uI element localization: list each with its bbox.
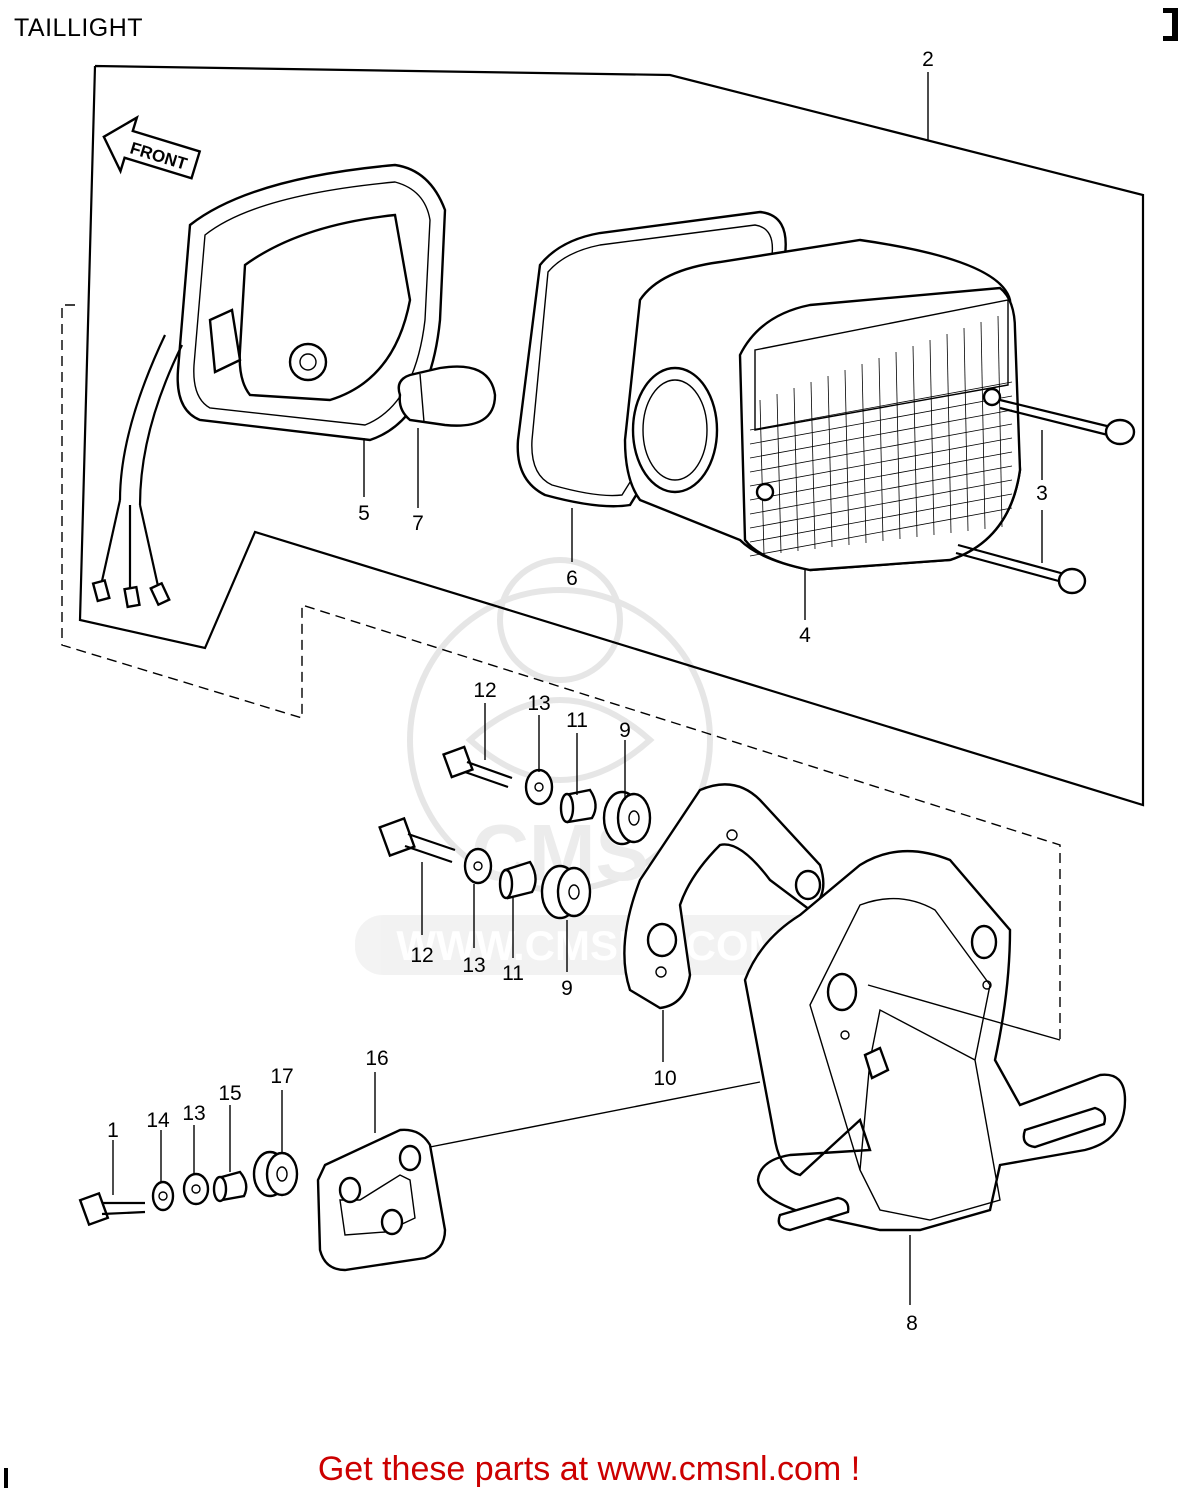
footer-link[interactable]: Get these parts at www.cmsnl.com ! bbox=[317, 1450, 861, 1488]
part-8-license-bracket bbox=[743, 850, 1127, 1232]
callout-13-lower: 13 bbox=[462, 954, 485, 977]
callout-3: 3 bbox=[1036, 482, 1048, 505]
part-3-screw-lower bbox=[955, 543, 1087, 595]
callout-10: 10 bbox=[653, 1067, 676, 1090]
part-4-lens bbox=[623, 238, 1022, 572]
assembly-outline bbox=[78, 64, 1145, 807]
callout-17: 17 bbox=[270, 1065, 293, 1088]
part-5-base-housing bbox=[91, 163, 447, 609]
part-11-collar-upper bbox=[559, 788, 597, 824]
callout-13-bottom: 13 bbox=[182, 1102, 205, 1125]
lens-grid bbox=[749, 315, 1013, 557]
callout-12-upper: 12 bbox=[473, 679, 496, 702]
part-13-washer-upper bbox=[524, 768, 554, 806]
callout-9-lower: 9 bbox=[561, 977, 573, 1000]
callout-9-upper: 9 bbox=[619, 719, 631, 742]
callout-11-upper: 11 bbox=[566, 709, 588, 732]
watermark-logo: CMS WWW.CMSNL.COM bbox=[355, 557, 825, 975]
part-14-washer bbox=[151, 1180, 175, 1212]
part-9-grommet-lower bbox=[540, 864, 592, 920]
part-7-bulb bbox=[397, 365, 497, 427]
callout-11-lower: 11 bbox=[502, 962, 524, 985]
part-13-washer-lower bbox=[463, 847, 493, 885]
part-3-screw-upper bbox=[999, 398, 1136, 446]
part-13-washer-bottom bbox=[182, 1172, 210, 1206]
part-15-collar bbox=[212, 1170, 248, 1203]
callout-8: 8 bbox=[906, 1312, 918, 1335]
part-17-grommet bbox=[252, 1150, 299, 1198]
part-1-bolt bbox=[78, 1191, 146, 1227]
part-12-bolt-upper bbox=[442, 745, 513, 789]
part-12-bolt-lower bbox=[378, 816, 456, 864]
callout-1: 1 bbox=[107, 1119, 119, 1142]
leader-lines bbox=[112, 72, 1061, 1305]
callout-14: 14 bbox=[146, 1109, 170, 1132]
callout-12-lower: 12 bbox=[410, 944, 433, 967]
corner-mark bbox=[1163, 8, 1178, 41]
diagram-title: TAILLIGHT bbox=[14, 14, 144, 42]
callout-2: 2 bbox=[922, 48, 934, 71]
callout-5: 5 bbox=[358, 502, 370, 525]
callout-15: 15 bbox=[218, 1082, 241, 1105]
corner-mark-bottom bbox=[4, 1468, 8, 1488]
front-arrow-icon: FRONT bbox=[102, 115, 202, 180]
watermark-url: WWW.CMSNL.COM bbox=[396, 922, 783, 969]
part-9-grommet-upper bbox=[602, 790, 652, 846]
group-outline-left bbox=[61, 304, 1061, 1040]
callout-4: 4 bbox=[799, 624, 811, 647]
callout-16: 16 bbox=[365, 1047, 388, 1070]
callouts: 2 3 4 5 6 7 12 13 11 9 12 13 11 9 10 16 … bbox=[107, 48, 1048, 1335]
callout-7: 7 bbox=[412, 512, 424, 535]
part-11-collar-lower bbox=[498, 860, 537, 900]
part-10-bracket bbox=[623, 783, 825, 1010]
callout-13-upper: 13 bbox=[527, 692, 550, 715]
callout-6: 6 bbox=[566, 567, 578, 590]
part-16-plate bbox=[316, 1128, 447, 1272]
